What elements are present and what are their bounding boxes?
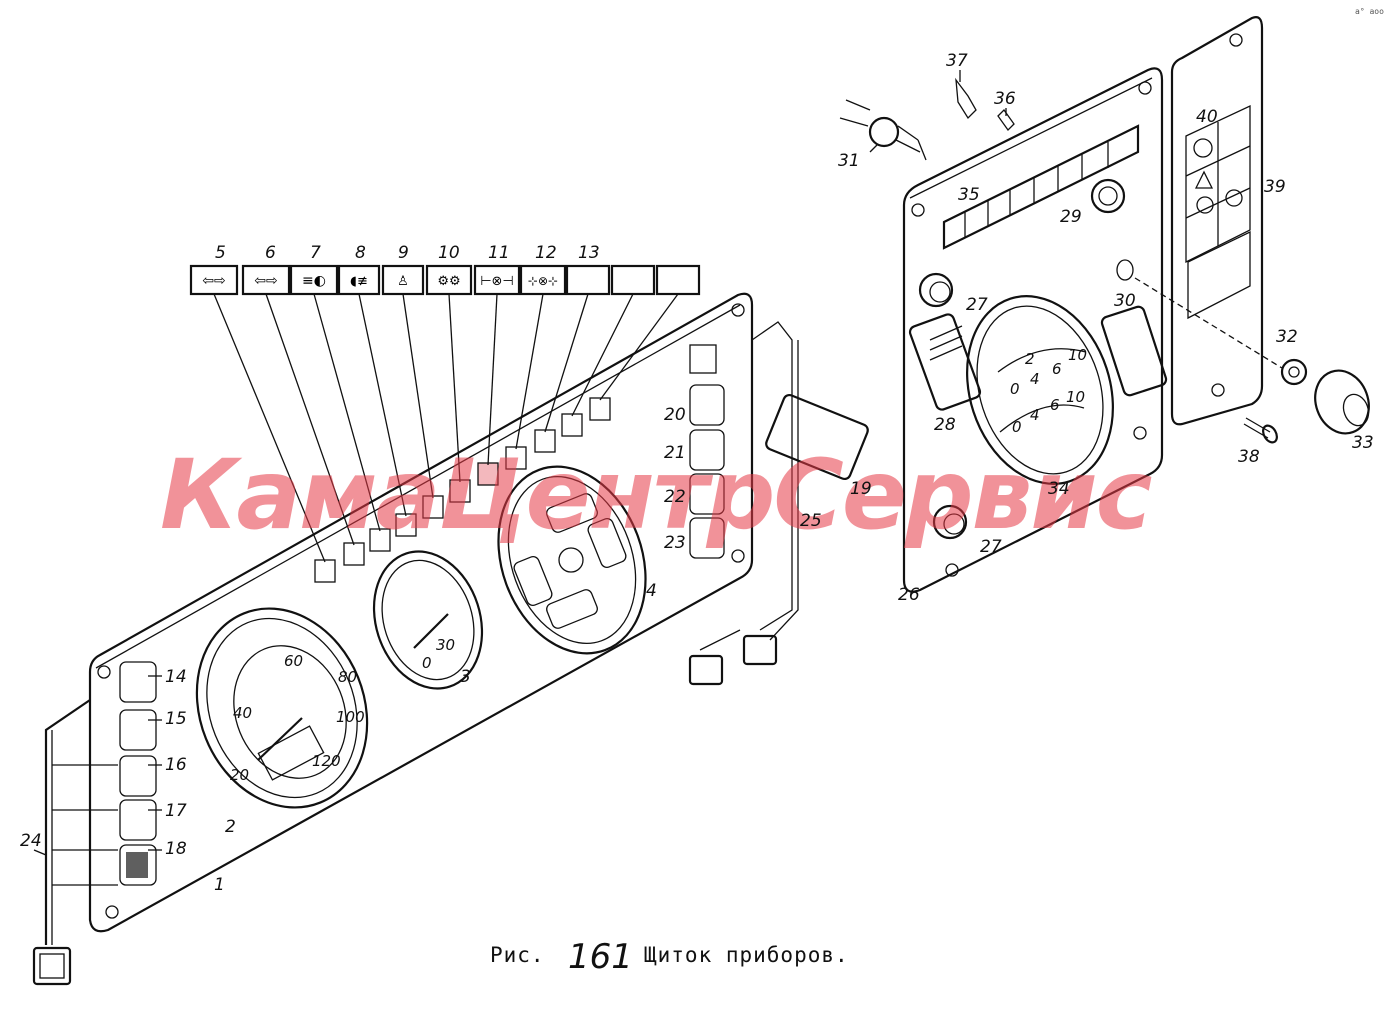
callout-4: 4	[646, 581, 657, 601]
high-beam-icon: ≡◐	[302, 273, 326, 289]
callout-38: 38	[1238, 447, 1260, 467]
callout-9: 9	[398, 243, 409, 263]
callout-29: 29	[1060, 207, 1082, 227]
callout-30: 30	[1114, 291, 1136, 311]
callout-37: 37	[946, 51, 968, 71]
callout-26: 26	[898, 585, 920, 605]
callout-24: 24	[20, 831, 42, 851]
left-switch-column	[119, 661, 157, 886]
caption-title: Щиток приборов.	[644, 943, 849, 967]
callout-33: 33	[1352, 433, 1374, 453]
symbol-plate	[1170, 16, 1264, 426]
right-harness	[688, 321, 869, 686]
speedo-label-20: 20	[230, 766, 249, 784]
main-panel: 20 40 60 80 100 120 0 30	[88, 292, 754, 933]
callout-20: 20	[664, 405, 686, 425]
fog-lamp-icon: ◖≢	[350, 274, 368, 289]
pressure-gauge: 0 4 6 10 2 0 4 6 10	[966, 295, 1114, 485]
gauge34-lower-10: 10	[1066, 388, 1085, 406]
small-parts	[839, 77, 1370, 444]
gauge34-lower-0: 0	[1012, 418, 1022, 436]
speedo-label-40: 40	[233, 704, 252, 722]
trailer-turn-icon: ⇦⇨	[254, 273, 277, 289]
axle-lock-icon: ⊢⊗⊣	[480, 274, 514, 289]
callout-2: 2	[225, 817, 236, 837]
callout-31: 31	[838, 151, 860, 171]
auxiliary-panel: 0 4 6 10 2 0 4 6 10	[902, 67, 1168, 593]
callout-8: 8	[355, 243, 366, 263]
callout-6: 6	[265, 243, 276, 263]
gearbox-icon: ⚙⚙	[437, 274, 460, 289]
interaxle-lock-icon: ⊹⊗⊹	[528, 274, 558, 288]
callout-19: 19	[850, 479, 872, 499]
callout-labels: 5 6 7 8 9 10 11 12 13 14 15 16 17 18 2 1…	[20, 51, 1374, 895]
callout-16: 16	[165, 755, 187, 775]
gauge34-upper-2: 2	[1025, 350, 1035, 368]
corner-mark: а° аоо	[1355, 7, 1384, 16]
speedo-label-100: 100	[336, 708, 365, 726]
speedo-label-80: 80	[338, 668, 357, 686]
cab-tilt-icon: ♙	[397, 274, 409, 289]
lamp-tile-row: ⇦⇨ ⇦⇨ ≡◐ ◖≢ ♙ ⚙⚙ ⊢⊗⊣ ⊹⊗⊹	[189, 264, 701, 296]
gauge34-upper-4: 4	[1030, 370, 1040, 388]
callout-10: 10	[438, 243, 460, 263]
callout-12: 12	[535, 243, 557, 263]
turn-left-right-icon: ⇦⇨	[202, 273, 225, 289]
callout-22: 22	[664, 487, 686, 507]
watermark: КамаЦентрСервис	[160, 439, 1152, 551]
right-switch-column	[689, 344, 725, 559]
tachometer: 0 30	[372, 550, 484, 690]
callout-leaders	[33, 70, 1007, 856]
callout-15: 15	[165, 709, 187, 729]
left-harness	[32, 699, 118, 986]
gauge34-upper-0: 0	[1010, 380, 1020, 398]
callout-27-upper: 27	[966, 295, 988, 315]
callout-23: 23	[664, 533, 686, 553]
speedo-label-60: 60	[284, 652, 303, 670]
caption-number: 161	[568, 937, 633, 977]
callout-7: 7	[310, 243, 321, 263]
speedo-label-120: 120	[312, 752, 341, 770]
gauge34-upper-6: 6	[1052, 360, 1062, 378]
panel-indicator-windows	[314, 397, 611, 583]
figure-caption: Рис. 161 Щиток приборов.	[490, 937, 849, 977]
caption-prefix: Рис.	[490, 943, 545, 967]
callout-39: 39	[1264, 177, 1286, 197]
callout-25: 25	[800, 511, 822, 531]
callout-17: 17	[165, 801, 187, 821]
tacho-label-0: 0	[422, 654, 432, 672]
callout-36: 36	[994, 89, 1016, 109]
callout-18: 18	[165, 839, 187, 859]
gauge34-lower-4: 4	[1030, 406, 1040, 424]
callout-5: 5	[215, 243, 226, 263]
callout-32: 32	[1276, 327, 1298, 347]
callout-11: 11	[488, 243, 510, 263]
combination-gauge	[497, 465, 647, 655]
callout-21: 21	[664, 443, 686, 463]
gauge34-upper-10: 10	[1068, 346, 1087, 364]
callout-3: 3	[460, 667, 471, 687]
callout-40: 40	[1196, 107, 1218, 127]
callout-28: 28	[934, 415, 956, 435]
speedometer: 20 40 60 80 100 120	[195, 607, 369, 809]
callout-35: 35	[958, 185, 980, 205]
callout-34: 34	[1048, 479, 1070, 499]
callout-14: 14	[165, 667, 187, 687]
callout-13: 13	[578, 243, 600, 263]
gauge34-lower-6: 6	[1050, 396, 1060, 414]
callout-1: 1	[214, 875, 225, 895]
tile-leader-lines	[213, 293, 679, 563]
tacho-label-30: 30	[436, 636, 455, 654]
callout-27-lower: 27	[980, 537, 1002, 557]
